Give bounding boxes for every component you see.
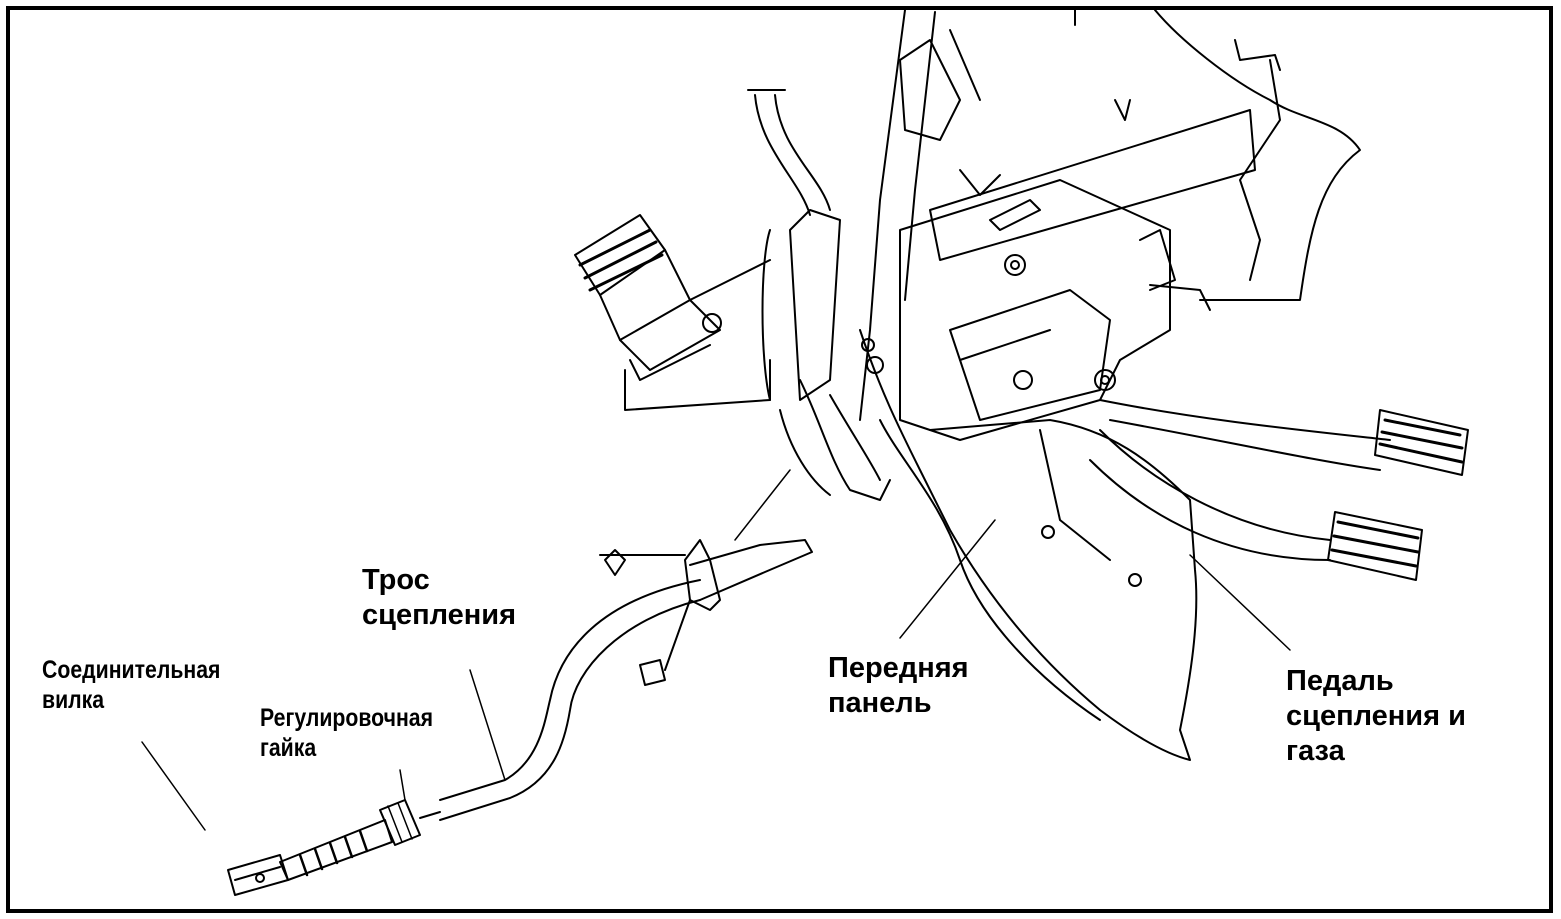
pedal-label: Педаль сцепления и газа	[1286, 664, 1466, 768]
fork-label-line-2: вилка	[42, 686, 105, 714]
pedal-label-line-1: Педаль	[1286, 665, 1394, 697]
cable-label-line-2: сцепления	[362, 598, 517, 631]
fork-label-line-1: Соединительная	[42, 656, 221, 684]
panel-label-line-2: панель	[828, 686, 932, 719]
nut-label: Регулировочная гайка	[260, 703, 433, 763]
panel-label: Передняя панель	[828, 651, 969, 721]
diagram-frame	[6, 6, 1553, 913]
clutch-cable	[439, 539, 813, 821]
nut-label-line-1: Регулировочная	[260, 704, 434, 732]
pedal-label-line-3: газа	[1286, 734, 1345, 767]
connecting-fork	[227, 854, 289, 896]
panel-label-line-1: Передняя	[828, 652, 969, 684]
adjusting-nut	[379, 799, 441, 846]
front-panel-plate	[859, 329, 1198, 761]
nut-label-line-2: гайка	[260, 734, 317, 762]
firewall-structure	[859, 9, 1361, 421]
leader-lines	[141, 469, 1291, 831]
clutch-pedal	[1099, 399, 1469, 476]
pedal-label-line-2: сцепления и	[1286, 699, 1466, 732]
cable-label-line-1: Трос	[362, 564, 430, 596]
fork-label: Соединительная вилка	[42, 655, 220, 715]
threaded-rod	[279, 819, 393, 881]
master-cylinder	[574, 214, 771, 411]
pedal-bracket	[899, 179, 1211, 441]
accelerator-pedal	[1089, 429, 1423, 581]
hydraulic-hose	[747, 89, 831, 216]
cable-label: Трос сцепления	[362, 563, 516, 633]
support-column	[779, 209, 891, 501]
